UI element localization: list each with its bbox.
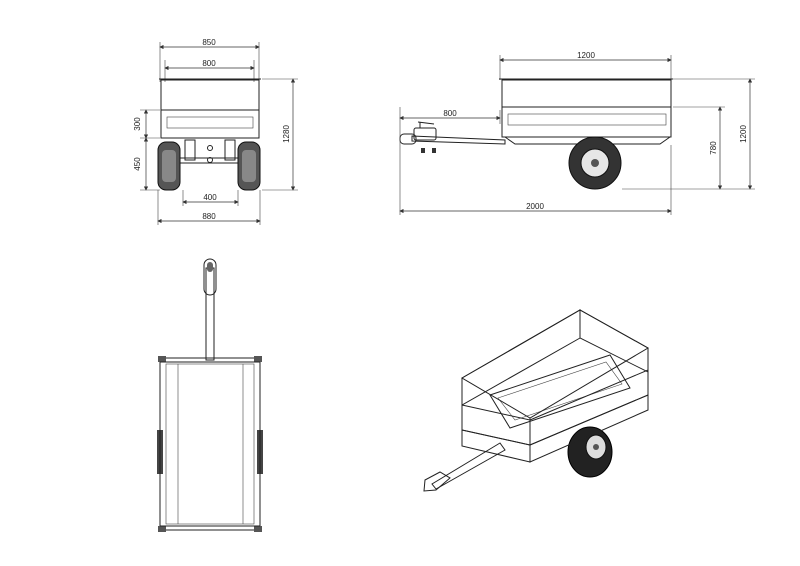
dim-front-880: 880 (202, 212, 216, 221)
dim-front-800: 800 (202, 59, 216, 68)
dim-front-400: 400 (203, 193, 217, 202)
iso-drawbar (431, 442, 506, 490)
dim-front-1280: 1280 (282, 125, 291, 143)
top-drawbar (205, 267, 215, 361)
dim-front-300: 300 (133, 117, 142, 131)
side-view (399, 55, 755, 215)
dim-side-1200-length: 1200 (577, 51, 595, 60)
front-view (140, 42, 298, 225)
iso-hitch (423, 471, 451, 492)
side-box-body (501, 106, 672, 138)
dim-side-2000: 2000 (526, 202, 544, 211)
dim-side-1200-height: 1200 (739, 125, 748, 143)
dim-front-850: 850 (202, 38, 216, 47)
dim-side-800: 800 (443, 109, 457, 118)
drawbar (411, 135, 506, 145)
top-box (159, 357, 261, 531)
dim-side-780: 780 (709, 141, 718, 155)
isometric-view (423, 309, 650, 492)
front-box-body (160, 109, 260, 139)
side-mesh-panel (501, 79, 672, 108)
front-mesh-panel (160, 79, 260, 111)
top-hitch (203, 258, 217, 296)
dim-front-450: 450 (133, 157, 142, 171)
top-view (157, 258, 263, 532)
